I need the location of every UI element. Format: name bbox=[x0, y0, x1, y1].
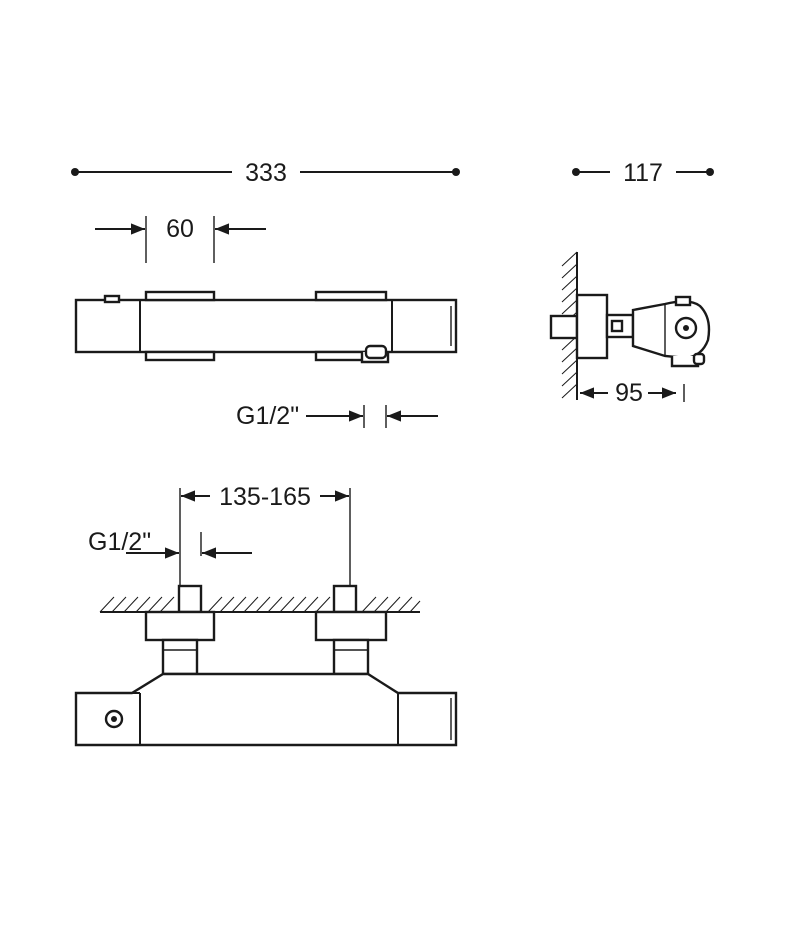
depth-label: 117 bbox=[623, 159, 663, 187]
overall-length-label: 333 bbox=[245, 159, 287, 187]
wall-hatching-front bbox=[99, 596, 421, 613]
center-distance-label: 135-165 bbox=[219, 483, 311, 511]
top-view bbox=[74, 290, 458, 364]
dimension-handle-width: 60 bbox=[95, 215, 266, 263]
dimension-center-distance: 135-165 bbox=[179, 483, 351, 585]
front-view bbox=[74, 584, 458, 747]
dimension-inlet-thread: G1/2" bbox=[88, 528, 252, 559]
outlet-thread-label: G1/2" bbox=[236, 402, 299, 430]
wall-offset-label: 95 bbox=[615, 379, 643, 407]
dimension-wall-offset: 95 bbox=[580, 379, 685, 407]
dimension-outlet-thread: G1/2" bbox=[236, 402, 438, 430]
dimension-depth: 117 bbox=[572, 159, 714, 187]
dimension-overall-length: 333 bbox=[71, 159, 460, 187]
inlet-thread-label: G1/2" bbox=[88, 528, 151, 556]
handle-width-label: 60 bbox=[166, 215, 194, 243]
side-view bbox=[549, 251, 711, 400]
